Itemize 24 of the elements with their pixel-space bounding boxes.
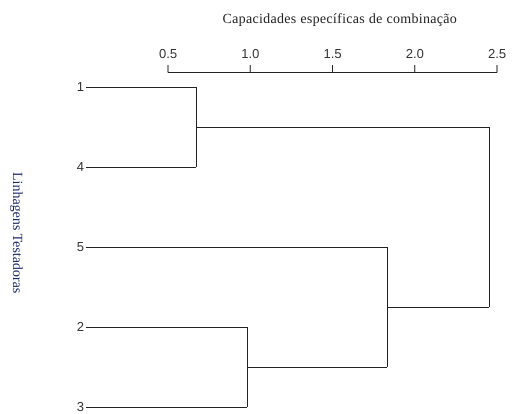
leaf-label: 5 xyxy=(70,239,84,255)
dendrogram-branch xyxy=(388,307,490,308)
axis-title: Capacidades específicas de combinação xyxy=(222,12,458,28)
tick-label: 1.0 xyxy=(241,46,260,61)
tick-label: 2.0 xyxy=(406,46,424,61)
tick-label: 1.5 xyxy=(324,46,342,61)
leaf-label: 2 xyxy=(70,319,84,335)
dendrogram-branch xyxy=(248,367,388,368)
dendrogram-branch xyxy=(86,87,196,88)
cluster-join-line xyxy=(247,327,248,407)
leaf-label: 4 xyxy=(70,159,84,175)
dendrogram-branch xyxy=(86,167,196,168)
dendrogram-branch xyxy=(86,247,388,248)
dendrogram-branch xyxy=(86,327,248,328)
dendrogram-branch xyxy=(86,407,248,408)
tick-label: 2.5 xyxy=(488,46,506,61)
dendrogram-branch xyxy=(196,127,490,128)
leaf-label: 1 xyxy=(70,79,84,95)
tick-label: 0.5 xyxy=(159,46,178,61)
leaf-label: 3 xyxy=(70,399,84,414)
axis-title: Linhagens Testadoras xyxy=(8,172,24,293)
cluster-join-line xyxy=(387,247,388,367)
cluster-join-line xyxy=(489,127,490,307)
cluster-join-line xyxy=(196,87,197,167)
